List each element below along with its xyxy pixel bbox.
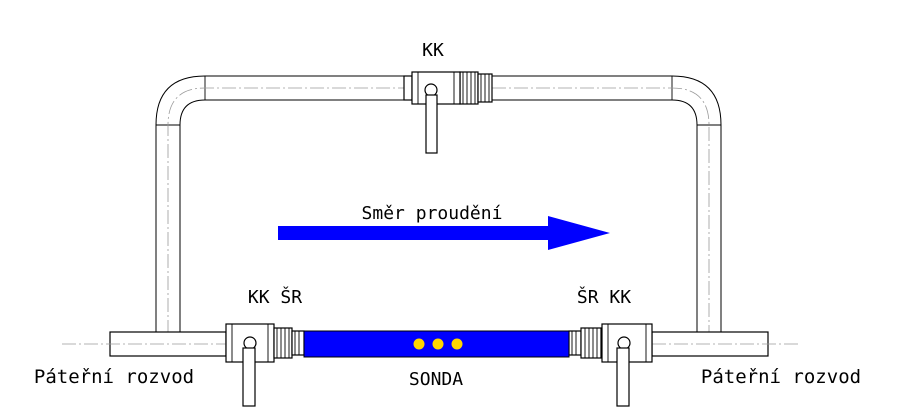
left-valves-label: KK ŠR — [248, 286, 302, 308]
probe-label: SONDA — [409, 369, 463, 390]
flow-direction-label: Směr proudění — [362, 203, 503, 224]
bypass-pipe — [155, 75, 722, 334]
probe-sonda — [303, 330, 570, 358]
main-line-right-label: Páteřní rozvod — [701, 366, 861, 388]
right-valve-assembly — [568, 323, 653, 407]
flow-direction-arrow — [278, 216, 610, 250]
main-pipe-left — [62, 331, 227, 357]
top-valve-label: KK — [422, 40, 444, 61]
left-valve-assembly — [225, 323, 305, 407]
right-valves-label: ŠR KK — [577, 286, 631, 308]
main-line-left-label: Páteřní rozvod — [34, 366, 194, 388]
top-ball-valve — [403, 71, 493, 154]
main-pipe-right — [651, 331, 800, 357]
